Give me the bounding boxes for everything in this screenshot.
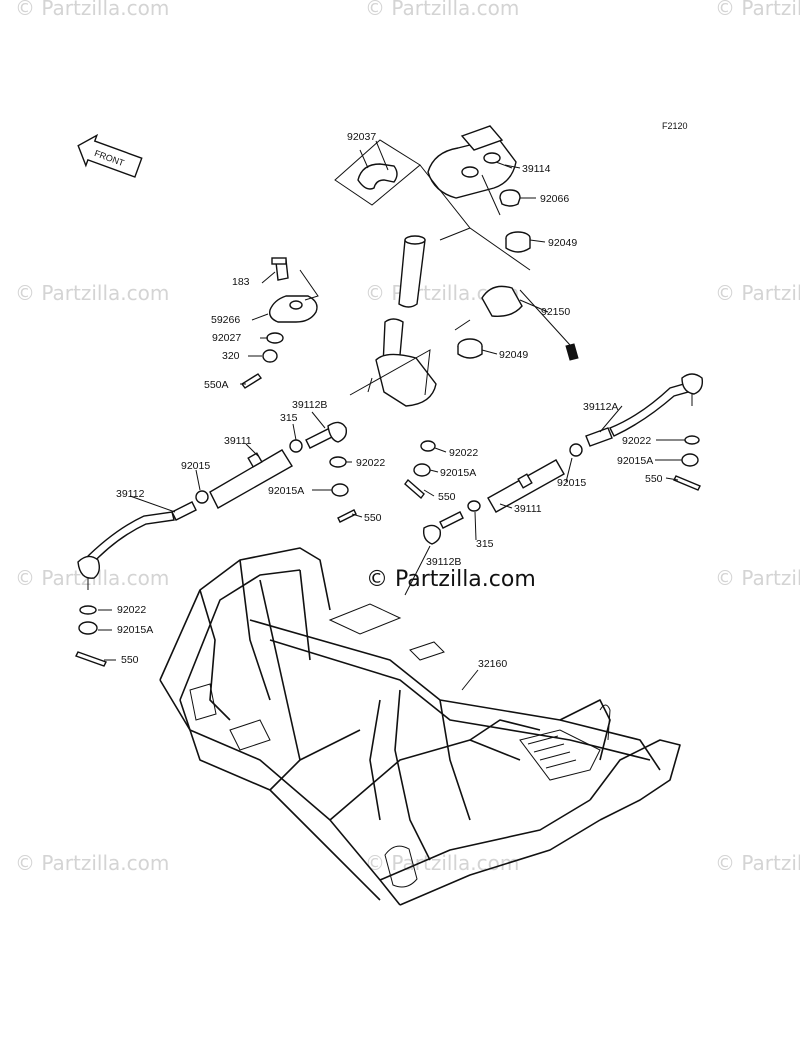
part-label: 320 [222,350,240,362]
steering-bushings [454,231,579,361]
part-label: 39111 [224,435,252,447]
part-label: 92022 [356,457,385,469]
part-label: 39112B [426,556,461,568]
part-label: 315 [280,412,298,424]
bearing-housing-assembly [240,257,319,389]
part-label: 92037 [347,131,376,143]
bottom-left-small-parts [75,605,107,667]
watermark-text: © Partzilla.com [365,0,519,20]
watermark-text: © Partzilla.com [15,851,169,875]
watermark-text: © Partzilla.com [365,851,519,875]
front-direction-arrow: FRONT [77,133,143,178]
watermark-text: © Partzilla.com [715,566,800,590]
part-label: 92150 [541,306,570,318]
part-label: 92015 [557,477,586,489]
part-label: 32160 [478,658,507,670]
watermark-text: © Partzilla.com [15,0,169,20]
part-label: 550A [204,379,229,391]
main-frame [159,547,681,906]
part-label: 92066 [540,193,569,205]
part-label: 39112A [583,401,618,413]
part-label: 39112B [292,399,327,411]
part-label: 92015A [117,624,153,636]
part-label: 39112 [116,488,145,500]
part-label: 39111 [514,503,542,515]
part-label: 92027 [212,332,241,344]
part-label: 92049 [548,237,577,249]
part-label: 59266 [211,314,240,326]
part-label: 92015A [268,485,304,497]
part-label: 550 [645,473,663,485]
part-label: 315 [476,538,494,550]
part-label: 92022 [117,604,146,616]
part-label: 92015A [440,467,476,479]
center-small-parts [329,440,436,523]
part-labels: 92037 39114 92066 92049 92150 92049 183 … [116,131,663,670]
part-label: 39114 [522,163,551,175]
part-label: 550 [438,491,456,503]
part-label: 92015 [181,460,210,472]
watermark-main: © Partzilla.com [366,567,536,592]
left-tie-rod [77,421,348,590]
part-label: 92049 [499,349,528,361]
part-label: 183 [232,276,250,288]
handlebar-clamp-assembly [334,125,536,271]
diagram-ref-code: F2120 [662,121,688,131]
watermark-text: © Partzilla.com [15,281,169,305]
part-label: 92022 [622,435,651,447]
watermark-grid: © Partzilla.com © Partzilla.com © Partzi… [15,0,800,875]
right-tie-rod [404,373,704,596]
watermark-text: © Partzilla.com [715,0,800,20]
watermark-text: © Partzilla.com [715,851,800,875]
part-label: 92022 [449,447,478,459]
steering-shaft [349,235,437,407]
part-label: 550 [364,512,382,524]
part-label: 550 [121,654,139,666]
leader-lines [98,140,685,691]
watermark-text: © Partzilla.com [715,281,800,305]
part-label: 92015A [617,455,653,467]
